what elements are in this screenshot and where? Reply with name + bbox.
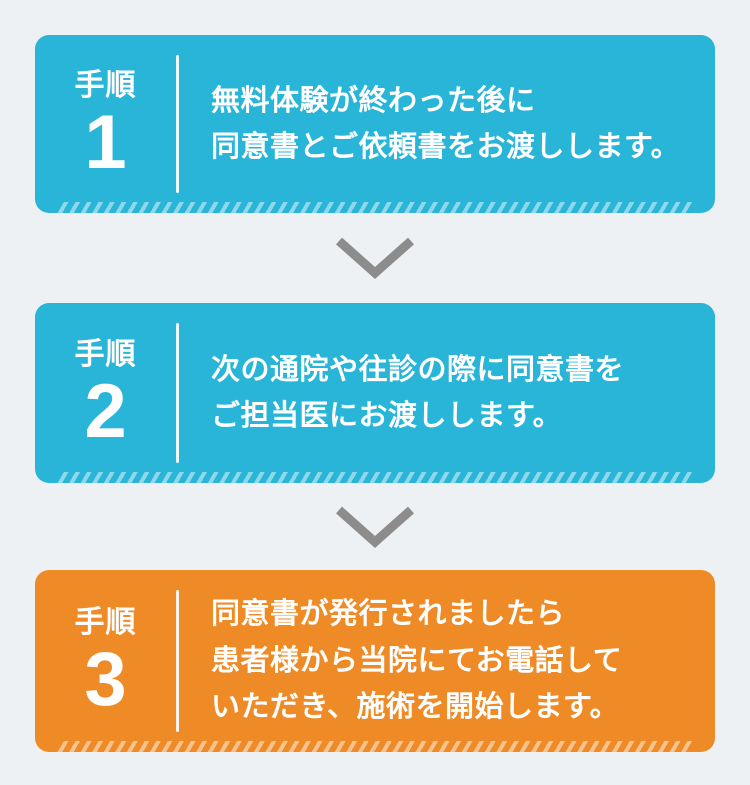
step-card-3: 手順 3 同意書が発行されましたら 患者様から当院にてお電話して いただき、施術… [35, 570, 715, 752]
step-3-divider [176, 590, 179, 732]
step-1-number: 1 [84, 100, 127, 186]
description-line: 無料体験が終わった後に [211, 84, 536, 117]
step-2-divider [176, 323, 179, 463]
step-1-description: 無料体験が終わった後に 同意書とご依頼書をお渡しします。 [179, 78, 680, 171]
steps-flow: 手順 1 無料体験が終わった後に 同意書とご依頼書をお渡しします。 手順 2 次… [35, 35, 715, 752]
description-line: 患者様から当院にてお電話して [211, 644, 623, 677]
description-line: ご担当医にお渡しします。 [211, 400, 563, 432]
arrow-spacer [35, 213, 715, 303]
step-card-1: 手順 1 無料体験が終わった後に 同意書とご依頼書をお渡しします。 [35, 35, 715, 213]
step-3-label-column: 手順 3 [35, 605, 176, 723]
description-line: 同意書が発行されましたら [211, 598, 566, 631]
step-card-2: 手順 2 次の通院や往診の際に同意書を ご担当医にお渡しします。 [35, 303, 715, 483]
step-2-description: 次の通院や往診の際に同意書を ご担当医にお渡しします。 [179, 347, 624, 440]
step-2-label: 手順 [74, 337, 137, 371]
step-3-number: 3 [84, 637, 127, 723]
step-1-divider [176, 55, 179, 193]
step-3-label: 手順 [74, 605, 137, 639]
description-line: 同意書とご依頼書をお渡しします。 [211, 131, 681, 163]
hatch-stripes [57, 472, 693, 483]
chevron-down-icon [336, 237, 414, 280]
step-1-label-column: 手順 1 [35, 68, 176, 186]
step-3-description: 同意書が発行されましたら 患者様から当院にてお電話して いただき、施術を開始しま… [179, 591, 622, 730]
description-line: 次の通院や往診の際に同意書を [211, 353, 625, 386]
step-1-label: 手順 [74, 68, 137, 102]
step-2-number: 2 [84, 369, 127, 455]
step-2-label-column: 手順 2 [35, 337, 176, 455]
arrow-spacer [35, 483, 715, 570]
hatch-stripes [57, 741, 693, 752]
description-line: いただき、施術を開始します。 [211, 691, 620, 724]
chevron-down-icon [336, 506, 414, 548]
hatch-stripes [57, 202, 693, 213]
